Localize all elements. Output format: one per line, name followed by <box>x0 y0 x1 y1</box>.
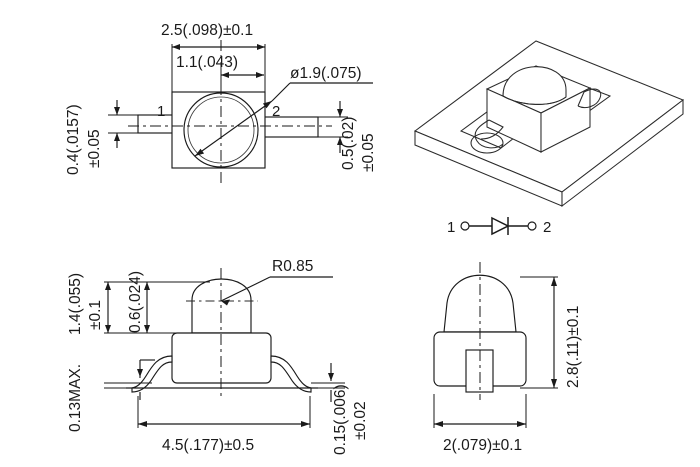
arrow-left <box>172 44 180 50</box>
arrow-upper <box>262 101 272 109</box>
dim-lead-thickness-label-2: ±0.02 <box>352 401 369 440</box>
dim-lead-width-right-label-1: 0.5(.02) <box>340 117 357 170</box>
dim-lens-diameter: ø1.9(.075) <box>194 65 373 157</box>
top-view-body <box>171 91 266 169</box>
arrow-right <box>257 44 265 50</box>
arrow-right <box>517 421 526 427</box>
arrow-upper <box>328 373 334 381</box>
arrow-top <box>337 109 343 117</box>
led-body-right <box>540 87 591 153</box>
dim-lens-offset: 1.1(.043) <box>176 54 264 95</box>
dim-lens-radius-label: R0.85 <box>272 258 313 275</box>
iso-lead-1-foot <box>470 132 504 154</box>
dim-coplanarity: 0.13MAX. <box>67 359 155 432</box>
dim-lead-width-right-label-2: ±0.05 <box>360 133 377 172</box>
diameter-line <box>194 100 273 157</box>
dim-lead-width-right: 0.5(.02) ±0.05 <box>318 101 377 172</box>
radius-leader <box>220 276 271 302</box>
iso-lead-2 <box>577 88 602 109</box>
arrow-bottom <box>551 379 557 388</box>
top-view-lead-1 <box>137 114 174 134</box>
arrow-left <box>138 421 147 427</box>
arrow-top <box>105 282 111 290</box>
schematic-terminal-2 <box>527 221 537 231</box>
front-view-lead-2 <box>270 355 312 393</box>
arrow-left <box>434 421 443 427</box>
top-view-pin-1-label: 1 <box>157 103 165 120</box>
dim-overall-width: 2.5(.098)±0.1 <box>161 22 266 92</box>
top-view-lens-inner <box>187 96 255 164</box>
arrow-bottom <box>114 133 120 141</box>
dim-overall-length-label: 4.5(.177)±0.5 <box>162 437 254 454</box>
dim-overall-depth-label: 2(.079)±0.1 <box>443 437 522 454</box>
side-view-lens <box>443 274 517 333</box>
arrow-right <box>301 421 310 427</box>
iso-lead-2-face <box>577 91 585 107</box>
schematic-terminal-1 <box>460 221 470 231</box>
led-lens-seam <box>502 95 567 105</box>
dim-dome-height: 0.6(.024) <box>126 271 210 334</box>
dim-lead-thickness-left-label-2: ±0.05 <box>86 129 103 168</box>
dim-lens-radius: R0.85 <box>220 258 333 306</box>
dim-overall-height: 2.8(.11)±0.1 <box>520 276 582 389</box>
dim-lead-thickness-left: 0.4(.0157) ±0.05 <box>65 100 138 175</box>
dim-dome-height-label: 0.6(.024) <box>127 271 144 333</box>
leader-line <box>271 82 291 102</box>
isometric-view <box>413 40 685 208</box>
dim-overall-depth: 2(.079)±0.1 <box>433 394 527 454</box>
arrow-upper <box>137 369 143 377</box>
dim-lens-height-label-2: ±0.1 <box>87 300 104 330</box>
arrow-top <box>114 107 120 115</box>
dim-lead-thickness-left-label-1: 0.4(.0157) <box>65 104 82 175</box>
front-view-geometry <box>126 268 318 400</box>
dim-lead-thickness-label-1: 0.15(.006) <box>332 384 349 455</box>
arrow-bottom <box>144 325 150 333</box>
dim-lead-thickness: 0.15(.006) ±0.02 <box>311 363 369 455</box>
arrow-left <box>221 72 229 78</box>
pcb-right-edge <box>561 98 684 208</box>
schematic-pin-1-label: 1 <box>447 219 455 236</box>
arrow-top <box>144 282 150 290</box>
arrow-lower <box>195 148 205 156</box>
iso-lead-1-face <box>480 119 504 140</box>
arrow-bottom <box>337 137 343 145</box>
dim-lens-offset-label: 1.1(.043) <box>176 54 238 71</box>
front-view-lead-1 <box>131 355 173 393</box>
dim-lens-height-label-1: 1.4(.055) <box>67 273 84 335</box>
dim-overall-height-label: 2.8(.11)±0.1 <box>565 306 582 388</box>
iso-lead-1 <box>474 119 504 149</box>
arrow-bottom <box>105 325 111 333</box>
side-view-geometry <box>433 262 527 400</box>
radius-arrow <box>221 299 230 306</box>
dim-coplanarity-label: 0.13MAX. <box>67 364 84 432</box>
diode-schematic: 1 2 <box>447 216 551 236</box>
dim-overall-width-label: 2.5(.098)±0.1 <box>161 22 253 39</box>
dim-lens-height: 1.4(.055) ±0.1 <box>67 273 126 335</box>
top-view-pin-2-label: 2 <box>272 103 280 120</box>
arrow-right <box>256 72 264 78</box>
schematic-pin-2-label: 2 <box>543 219 551 236</box>
diode-icon <box>491 216 510 236</box>
dim-overall-length: 4.5(.177)±0.5 <box>137 396 311 454</box>
dim-lens-diameter-label: ø1.9(.075) <box>290 65 362 82</box>
arrow-top <box>551 277 557 286</box>
top-view-lead-2 <box>263 116 319 138</box>
